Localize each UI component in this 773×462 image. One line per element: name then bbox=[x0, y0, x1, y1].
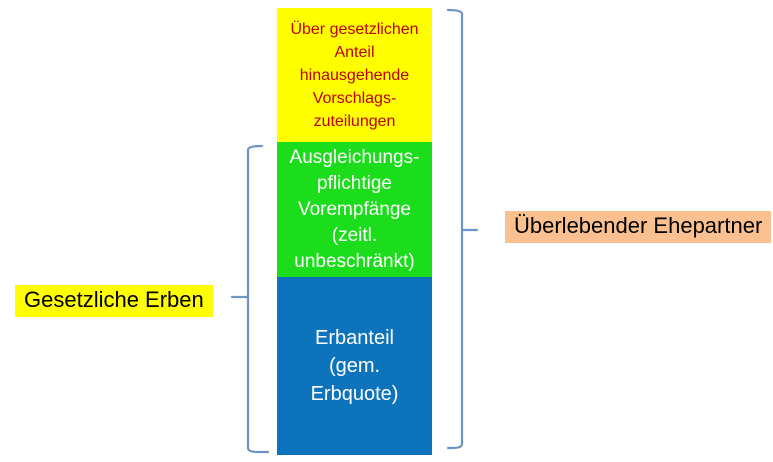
box-vorempfaenge: Ausgleichungs- pflichtige Vorempfänge (z… bbox=[277, 142, 432, 277]
label-gesetzliche-erben: Gesetzliche Erben bbox=[15, 285, 213, 317]
box-erbanteil: Erbanteil (gem. Erbquote) bbox=[277, 277, 432, 455]
box-vorschlagszuteilungen: Über gesetzlichen Anteil hinausgehende V… bbox=[277, 8, 432, 142]
left-bracket bbox=[228, 142, 272, 458]
label-ueberlebender-ehepartner: Überlebender Ehepartner bbox=[505, 211, 772, 243]
right-bracket bbox=[444, 6, 482, 454]
stacked-boxes: Über gesetzlichen Anteil hinausgehende V… bbox=[277, 8, 432, 455]
